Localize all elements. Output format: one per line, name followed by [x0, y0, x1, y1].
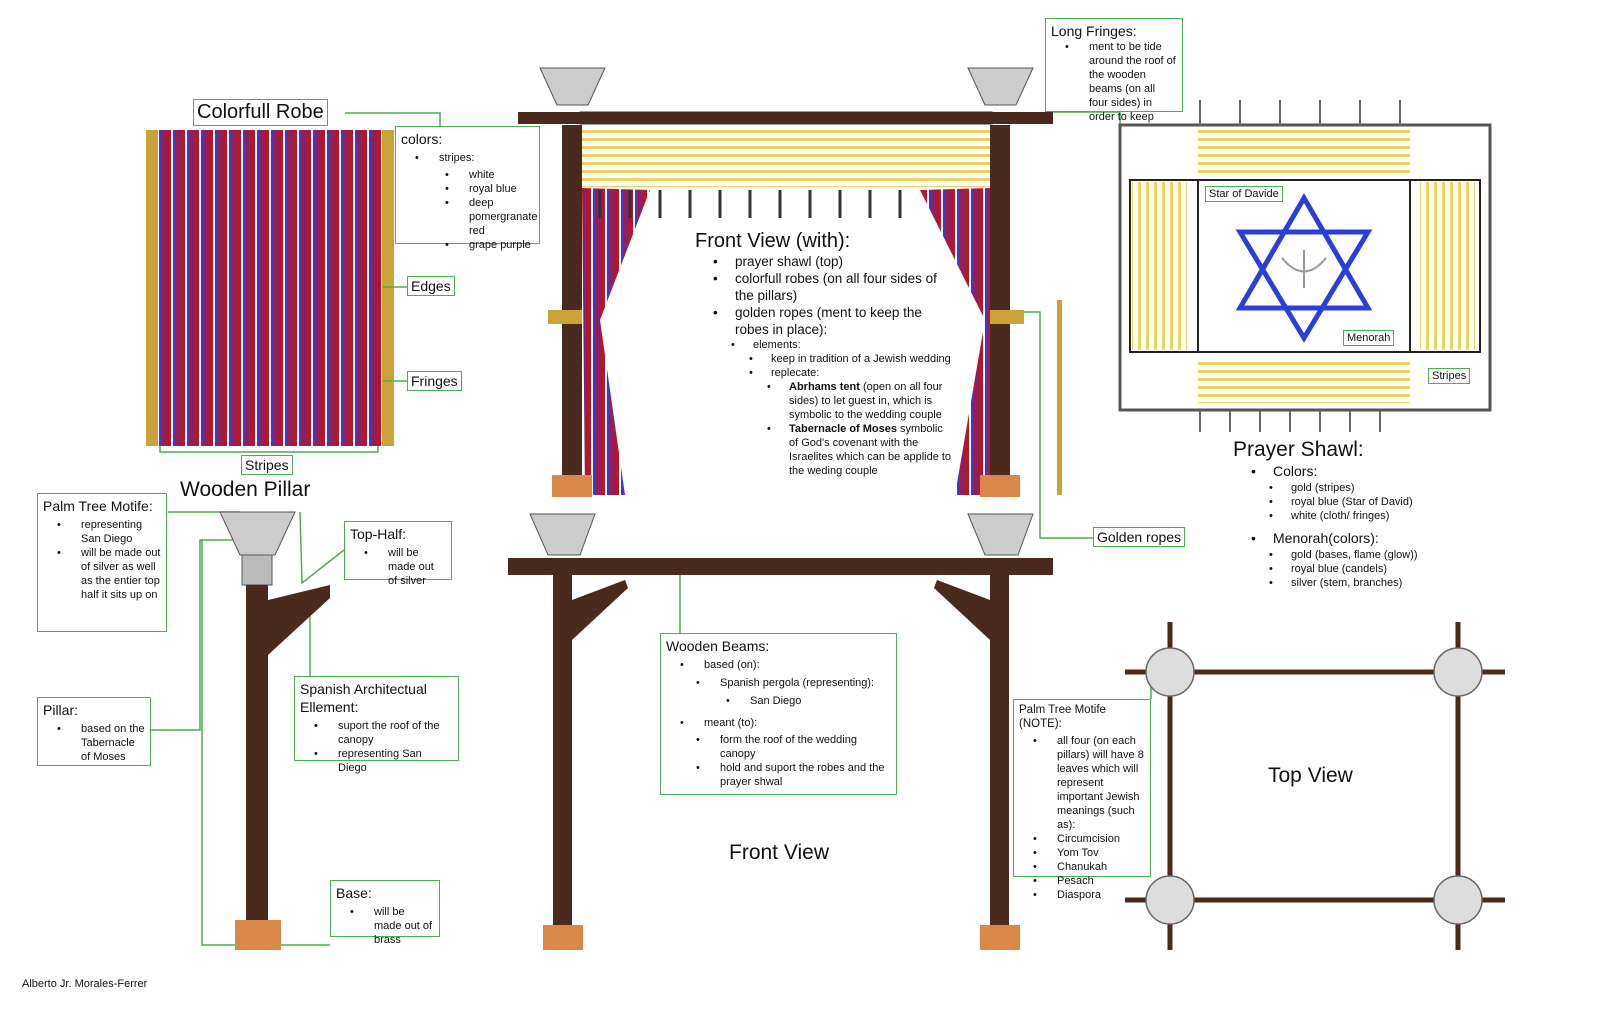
pillar-box: Pillar:based on the Tabernacle of Moses — [37, 697, 151, 766]
list-item: Pesach — [1033, 874, 1145, 888]
list-item: hold and suport the robes and the prayer… — [696, 761, 891, 789]
list-item: white — [445, 168, 534, 182]
list-item: royal blue (candels) — [1269, 562, 1493, 576]
author-credit: Alberto Jr. Morales-Ferrer — [22, 978, 148, 990]
list-item: replecate: — [749, 366, 955, 380]
front-view-with-drawing — [518, 67, 1062, 497]
menorah-label: Menorah — [1343, 330, 1395, 346]
fringes-label: Fringes — [407, 371, 462, 391]
front-view-drawing — [508, 513, 1053, 950]
robe-stripes-label: Stripes — [241, 455, 293, 475]
list-item: keep in tradition of a Jewish wedding — [749, 352, 955, 366]
list-item: representing San Diego — [314, 747, 453, 775]
list-item: Yom Tov — [1033, 846, 1145, 860]
list-item: gold (bases, flame (glow)) — [1269, 548, 1493, 562]
list-item: form the roof of the wedding canopy — [696, 733, 891, 761]
list-item: golden ropes (ment to keep the robes in … — [713, 304, 955, 338]
list-item: royal blue (Star of David) — [1269, 495, 1493, 509]
long-fringes-box: Long Fringes:ment to be tide around the … — [1045, 18, 1183, 123]
shawl-stripes-label: Stripes — [1428, 368, 1471, 384]
list-item: elements: — [731, 338, 955, 352]
list-item: will be made out of brass — [350, 905, 434, 947]
base-box: Base:will be made out of brass — [330, 880, 440, 946]
list-item: Colors: — [1251, 462, 1493, 481]
palm-tree-note-box: Palm Tree Motife (NOTE): all four (on ea… — [1013, 699, 1151, 902]
list-item: Circumcision — [1033, 832, 1145, 846]
list-item: based (on): — [680, 658, 891, 672]
list-item: deep pomergranate red — [445, 196, 538, 238]
prayer-shawl-notes: Prayer Shawl: Colors: gold (stripes)roya… — [1233, 438, 1493, 590]
list-item: will be made out of silver as well as th… — [57, 546, 161, 602]
list-item: Abrhams tent (open on all four sides) to… — [767, 380, 955, 422]
top-view-drawing — [1125, 622, 1505, 950]
list-item: representing San Diego — [57, 518, 161, 546]
wooden-pillar-drawing — [219, 511, 330, 950]
list-item: royal blue — [445, 182, 534, 196]
list-item: grape purple — [445, 238, 534, 252]
list-item: Chanukah — [1033, 860, 1145, 874]
list-item: colorfull robes (on all four sides of th… — [713, 270, 955, 304]
star-of-davide-label: Star of Davide — [1205, 186, 1283, 202]
list-item: based on the Tabernacle of Moses — [57, 722, 145, 764]
list-item: gold (stripes) — [1269, 481, 1493, 495]
list-item: silver (stem, branches) — [1269, 576, 1493, 590]
list-item: all four (on each pillars) will have 8 l… — [1033, 734, 1145, 832]
front-view-label: Front View — [729, 841, 829, 864]
list-item: Spanish pergola (representing): — [696, 676, 891, 690]
list-item: white (cloth/ fringes) — [1269, 509, 1493, 523]
top-view-label: Top View — [1268, 764, 1353, 787]
list-item: ment to be tide around the roof of the w… — [1065, 40, 1177, 124]
golden-ropes-label: Golden ropes — [1093, 527, 1186, 547]
wooden-pillar-title: Wooden Pillar — [180, 478, 311, 501]
top-half-box: Top-Half:will be made out of silver — [344, 521, 452, 587]
list-item: suport the roof of the canopy — [314, 719, 453, 747]
palm-tree-motife-box: Palm Tree Motife: representing San Diego… — [37, 493, 167, 632]
wooden-beams-box: Wooden Beams: based (on): Spanish pergol… — [660, 633, 897, 795]
robe-colors-box: colors: stripes: whiteroyal bluedeep pom… — [395, 126, 540, 252]
list-item: prayer shawl (top) — [713, 253, 955, 270]
list-item: San Diego — [726, 694, 891, 708]
colorfull-robe-label: Colorfull Robe — [193, 99, 328, 126]
prayer-shawl-drawing — [1118, 100, 1492, 432]
list-item: Tabernacle of Moses symbolic of God's co… — [767, 422, 955, 478]
robe-drawing — [146, 130, 394, 446]
list-item: stripes: — [415, 151, 534, 165]
list-item: will be made out of silver — [364, 546, 446, 588]
list-item: meant (to): — [680, 716, 891, 730]
edges-label: Edges — [407, 276, 455, 296]
spanish-element-box: Spanish Architectual Ellement:suport the… — [294, 676, 459, 774]
list-item: Menorah(colors): — [1251, 529, 1493, 548]
list-item: Diaspora — [1033, 888, 1145, 902]
front-view-with-notes: Front View (with): prayer shawl (top)col… — [695, 230, 955, 478]
